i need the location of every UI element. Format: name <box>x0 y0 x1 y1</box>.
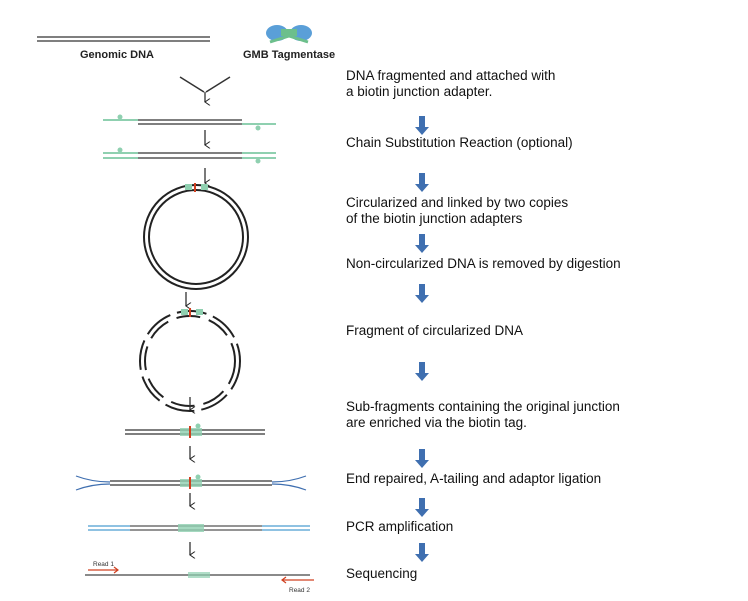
flow-arrows <box>415 116 429 562</box>
adaptor-ligated-fragment <box>75 474 307 491</box>
dna-fragment-tagged <box>103 114 276 131</box>
flow-arrow-icon <box>415 116 429 135</box>
tagmentase-label: GMB Tagmentase <box>243 49 335 61</box>
sequencing-reads <box>85 566 314 584</box>
flow-arrow-icon <box>415 234 429 253</box>
tagmentase-icon <box>266 25 312 44</box>
genomic-dna-label: Genomic DNA <box>80 49 154 61</box>
step-fragmentation: DNA fragmented and attached with a bioti… <box>346 68 556 99</box>
read1-label: Read 1 <box>93 561 114 568</box>
fragmented-circular-dna <box>139 308 241 412</box>
circular-dna <box>143 183 249 290</box>
step-digestion: Non-circularized DNA is removed by diges… <box>346 256 621 271</box>
step-end-repair: End repaired, A-tailing and adaptor liga… <box>346 471 602 486</box>
tagmentation-junction <box>179 76 231 102</box>
flow-arrow-icon <box>415 449 429 468</box>
pcr-amplified-fragment <box>88 524 310 532</box>
step-chain-substitution: Chain Substitution Reaction (optional) <box>346 135 573 150</box>
flow-arrow-icon <box>415 362 429 381</box>
step-pcr: PCR amplification <box>346 519 454 534</box>
read2-label: Read 2 <box>289 587 310 594</box>
step-fragmentation-circular: Fragment of circularized DNA <box>346 323 524 338</box>
dna-fragment-substituted <box>103 147 276 164</box>
step-circularization: Circularized and linked by two copies of… <box>346 195 569 226</box>
flow-arrow-icon <box>415 173 429 192</box>
flow-arrow-icon <box>415 498 429 517</box>
junction-subfragment <box>125 423 265 438</box>
flow-arrow-icon <box>415 284 429 303</box>
step-enrichment: Sub-fragments containing the original ju… <box>346 399 620 430</box>
flow-arrow-icon <box>415 543 429 562</box>
step-sequencing: Sequencing <box>346 566 418 581</box>
genomic-dna-icon <box>37 36 210 42</box>
